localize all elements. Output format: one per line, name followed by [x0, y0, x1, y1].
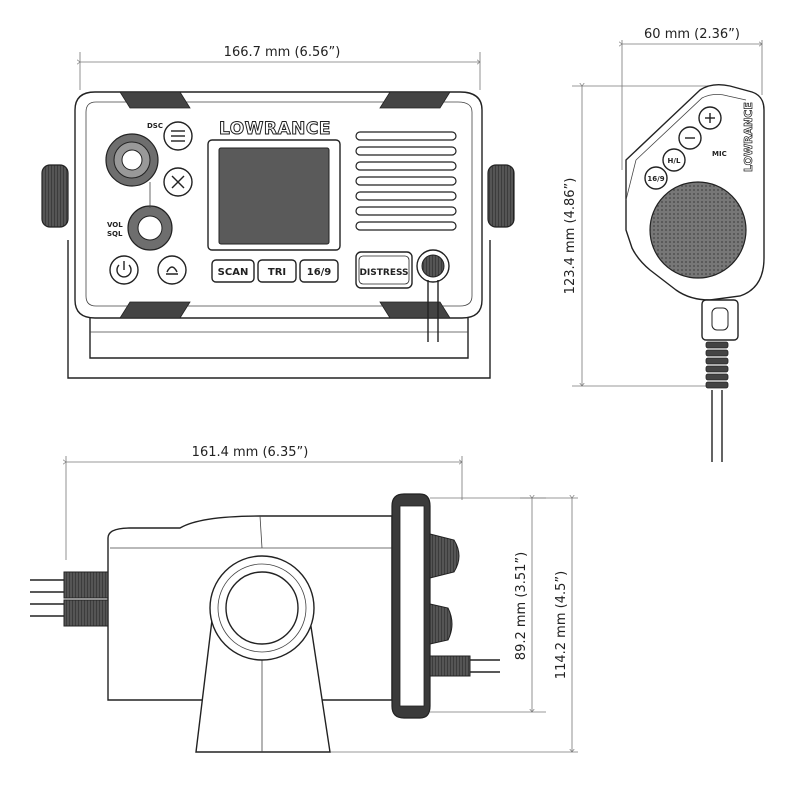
close-icon [171, 175, 185, 189]
svg-text:SCAN: SCAN [218, 267, 249, 278]
mic-label: MIC [712, 150, 727, 158]
tri-button[interactable]: TRI [257, 259, 297, 283]
mic-up-button[interactable] [698, 106, 722, 130]
bracket-pivot [195, 555, 331, 753]
height-label: 123.4 mm (4.86”) [563, 178, 578, 295]
strain-relief-ring [705, 349, 729, 357]
strain-relief-ring [705, 357, 729, 365]
side-channel-knob [429, 533, 460, 579]
dsc-label: DSC [147, 122, 163, 130]
power-button[interactable] [109, 255, 139, 285]
mic-16-9-button[interactable]: 16/9 [644, 166, 668, 190]
side-length-dimension: 161.4 mm (6.35”) [66, 445, 462, 560]
cancel-button[interactable] [163, 167, 193, 197]
light-button[interactable] [157, 255, 187, 285]
side-inner-height-dimension: 89.2 mm (3.51”) [430, 498, 546, 712]
svg-text:TRI: TRI [268, 267, 286, 278]
svg-text:16/9: 16/9 [307, 267, 332, 278]
channel-16-9-button[interactable]: 16/9 [299, 259, 339, 283]
side-outer-height-label: 114.2 mm (4.5”) [554, 571, 569, 679]
side-view: 161.4 mm (6.35”) 89.2 mm (3.51”) 114.2 m… [30, 445, 578, 753]
grille-slot [355, 161, 457, 171]
radio-brand-logo: LOWRANCE [219, 119, 331, 139]
mounting-bracket [67, 240, 491, 379]
mic-width-dimension: 60 mm (2.36”) [622, 27, 762, 170]
radio-display [207, 139, 341, 251]
light-icon [166, 266, 178, 275]
strain-relief-ring [705, 373, 729, 381]
left-bracket-knob [41, 164, 69, 228]
distress-button[interactable]: DISTRESS [355, 251, 413, 289]
front-panel-profile [391, 493, 431, 719]
sql-label: SQL [107, 230, 123, 238]
rear-connectors [30, 571, 109, 627]
vol-label: VOL [107, 221, 123, 229]
side-mic-connector [429, 655, 500, 677]
strain-relief-ring [705, 381, 729, 389]
front-view: 166.7 mm (6.56”) LOWRANCE [41, 45, 515, 379]
power-icon [116, 261, 132, 278]
grille-slot [355, 131, 457, 141]
svg-text:H/L: H/L [668, 157, 681, 165]
grille-slot [355, 191, 457, 201]
right-bracket-knob [487, 164, 515, 228]
grille-slot [355, 176, 457, 186]
mic-connector [416, 249, 450, 342]
mic-speaker-grille [649, 181, 747, 279]
side-volume-knob [429, 603, 453, 645]
front-width-dimension: 166.7 mm (6.56”) [80, 45, 480, 90]
microphone-view: 60 mm (2.36”) 123.4 mm (4.86”) LOWRANCE … [563, 27, 765, 462]
strain-relief-ring [705, 365, 729, 373]
mic-hl-button[interactable]: H/L [662, 148, 686, 172]
mic-cable [701, 299, 739, 462]
mic-brand-logo: LOWRANCE [742, 102, 755, 172]
side-length-label: 161.4 mm (6.35”) [192, 445, 309, 460]
svg-text:16/9: 16/9 [647, 175, 664, 183]
vol-sql-knob[interactable] [127, 205, 173, 251]
svg-text:DISTRESS: DISTRESS [359, 268, 408, 278]
mic-down-button[interactable] [678, 126, 702, 150]
side-inner-height-label: 89.2 mm (3.51”) [514, 552, 529, 660]
front-width-label: 166.7 mm (6.56”) [224, 45, 341, 60]
height-dimension: 123.4 mm (4.86”) [563, 86, 712, 386]
mic-width-label: 60 mm (2.36”) [644, 27, 740, 42]
strain-relief-ring [705, 341, 729, 349]
grille-slot [355, 206, 457, 216]
channel-knob[interactable] [105, 133, 159, 187]
scan-button[interactable]: SCAN [211, 259, 255, 283]
grille-slot [355, 146, 457, 156]
speaker-grille [355, 131, 457, 231]
menu-button[interactable] [163, 121, 193, 151]
plus-icon [705, 113, 715, 123]
grille-slot [355, 221, 457, 231]
side-outer-height-dimension: 114.2 mm (4.5”) [330, 498, 578, 752]
